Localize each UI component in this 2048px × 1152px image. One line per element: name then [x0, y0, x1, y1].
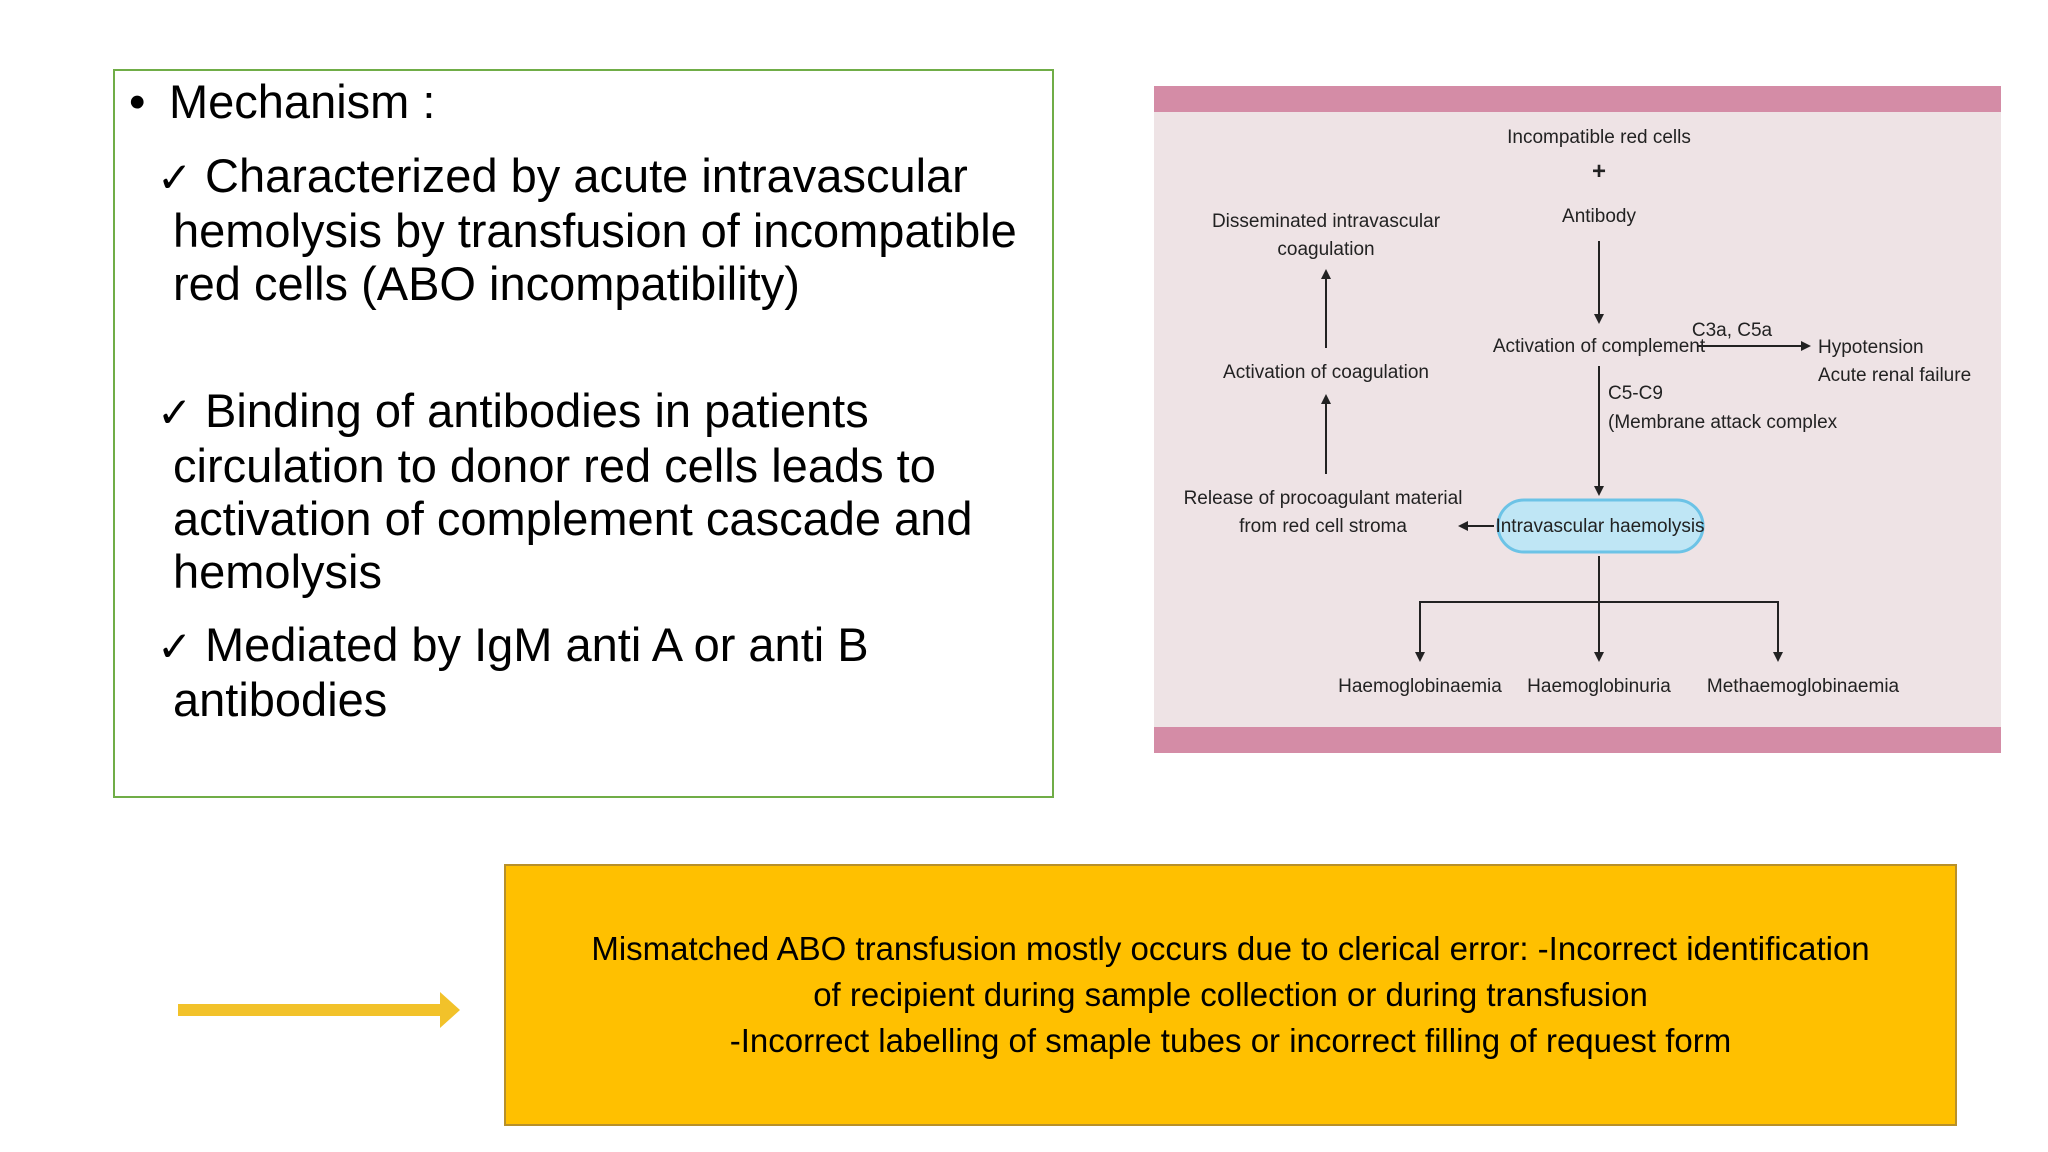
haemolysis-flow-diagram: Incompatible red cells + Antibody Activa…	[1154, 86, 2001, 753]
node-intravascular-haemolysis-box	[1496, 498, 1705, 554]
note-line-3: -Incorrect labelling of smaple tubes or …	[729, 1022, 1732, 1059]
right-arrow-icon	[178, 990, 460, 1030]
node-release-line1: Release of procoagulant material	[1184, 488, 1463, 509]
node-antibody: Antibody	[1562, 206, 1636, 227]
check-item-3: ✓Mediated by IgM anti A or anti B antibo…	[133, 618, 1038, 726]
mechanism-text-box: •Mechanism : ✓Characterized by acute int…	[113, 69, 1054, 798]
note-line-2: of recipient during sample collection or…	[813, 976, 1648, 1013]
bullet-icon: •	[129, 75, 146, 128]
node-activation-of-complement: Activation of complement	[1493, 336, 1706, 357]
node-haemoglobinuria: Haemoglobinuria	[1527, 676, 1671, 697]
node-methaemoglobinaemia: Methaemoglobinaemia	[1707, 676, 1900, 697]
diagram-svg: Incompatible red cells + Antibody Activa…	[1184, 127, 1972, 697]
node-dic-line2: coagulation	[1277, 239, 1374, 260]
label-membrane-attack-complex: (Membrane attack complex	[1608, 412, 1838, 433]
figure-top-band	[1154, 86, 2001, 112]
label-c5-c9: C5-C9	[1608, 383, 1663, 404]
node-activation-of-coagulation: Activation of coagulation	[1223, 362, 1429, 383]
plus-sign: +	[1592, 158, 1606, 185]
node-release-line2: from red cell stroma	[1239, 516, 1407, 537]
mechanism-heading: • Mechanism :	[129, 75, 435, 129]
checkmark-icon: ✓	[157, 622, 193, 671]
node-intravascular-haemolysis: Intravascular haemolysis	[1495, 516, 1704, 537]
check-item-text: Mediated by IgM anti A or anti B antibod…	[173, 618, 869, 726]
node-incompatible-red-cells: Incompatible red cells	[1507, 127, 1691, 148]
heading-text: Mechanism :	[169, 75, 436, 128]
clerical-error-note: Mismatched ABO transfusion mostly occurs…	[504, 864, 1957, 1126]
figure-bottom-band	[1154, 727, 2001, 753]
check-item-text: Binding of antibodies in patients circul…	[173, 384, 973, 598]
node-haemoglobinaemia: Haemoglobinaemia	[1338, 676, 1502, 697]
node-acute-renal-failure: Acute renal failure	[1818, 365, 1971, 386]
check-item-2: ✓Binding of antibodies in patients circu…	[133, 384, 1038, 598]
check-item-1: ✓Characterized by acute intravascular he…	[133, 149, 1038, 310]
checkmark-icon: ✓	[157, 153, 193, 202]
label-c3a-c5a: C3a, C5a	[1692, 320, 1773, 341]
note-line-1: Mismatched ABO transfusion mostly occurs…	[591, 930, 1870, 967]
check-item-text: Characterized by acute intravascular hem…	[173, 149, 1017, 310]
node-hypotension: Hypotension	[1818, 337, 1924, 358]
node-dic-line1: Disseminated intravascular	[1212, 211, 1441, 232]
checkmark-icon: ✓	[157, 388, 193, 437]
